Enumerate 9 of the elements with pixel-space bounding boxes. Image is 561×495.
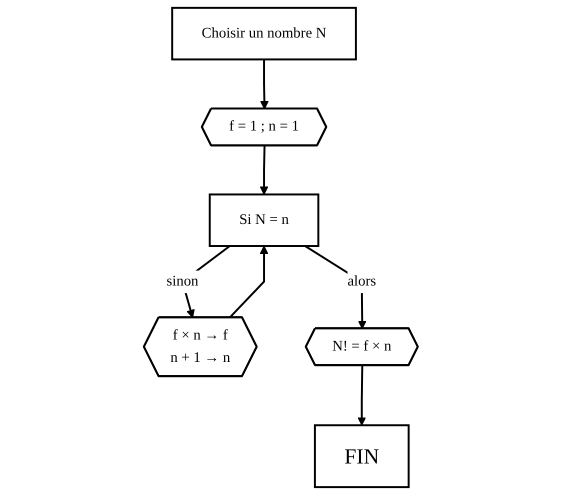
arrow xyxy=(260,59,268,110)
edge-label: sinon xyxy=(166,274,198,290)
node-box: FIN xyxy=(314,424,410,488)
node-box: Si N = n xyxy=(208,193,319,247)
node-box: Choisir un nombre N xyxy=(170,6,357,60)
edge-label: alors xyxy=(347,274,376,290)
arrow xyxy=(259,146,268,195)
arrow xyxy=(357,366,366,426)
arrow xyxy=(228,246,268,318)
